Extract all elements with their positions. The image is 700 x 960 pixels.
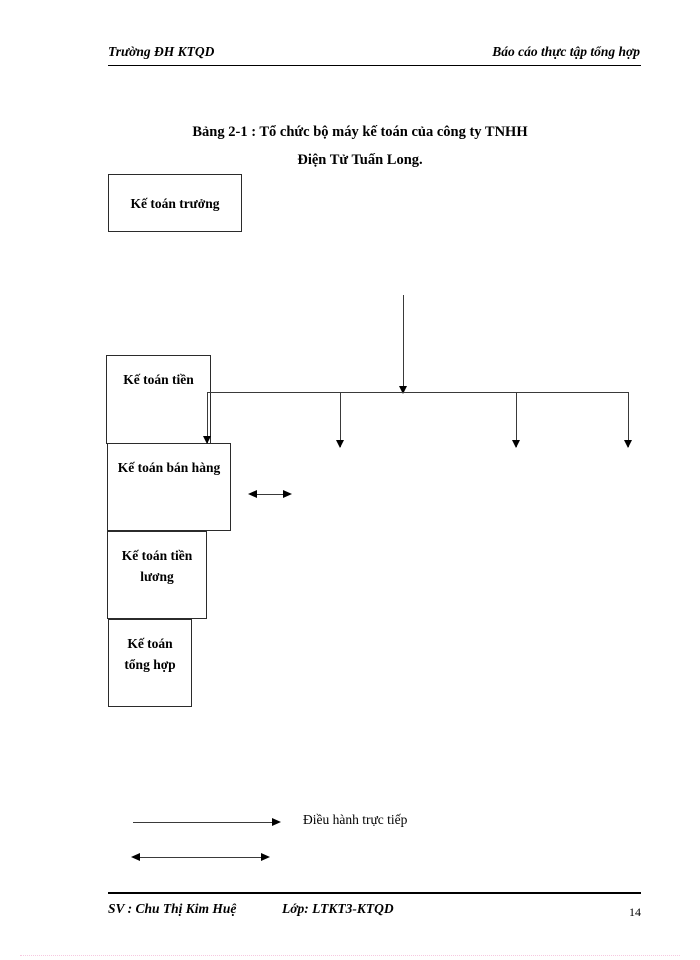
figure-title-line-2: Điện Tử Tuấn Long. <box>297 152 423 168</box>
connector-trunk-vertical <box>403 295 404 393</box>
connector-branch-2-line <box>340 392 341 447</box>
connector-pair-arrowhead-left-icon <box>248 489 257 498</box>
node-ke-toan-tien: Kế toán tiền <box>106 355 211 444</box>
footer-class: Lớp: LTKT3-KTQD <box>282 901 394 916</box>
legend-label-dieu-hanh-truc-tiep: Điều hành trực tiếp <box>303 812 408 827</box>
connector-trunk-arrowhead-icon <box>398 386 407 394</box>
node-label: Kế toán trưởng <box>130 195 220 211</box>
footer-student-name: SV : Chu Thị Kim Huệ <box>108 901 237 916</box>
figure-title: Bảng 2-1 : Tổ chức bộ máy kế toán của cô… <box>110 118 610 174</box>
node-label: Kế toán tiền lương <box>121 548 193 584</box>
legend-double-arrow-line <box>138 857 265 858</box>
node-label: Kế toán tổng hợp <box>124 636 176 672</box>
figure-title-line-1: Bảng 2-1 : Tổ chức bộ máy kế toán của cô… <box>192 124 528 140</box>
node-ke-toan-ban-hang: Kế toán bán hàng <box>107 443 231 531</box>
legend-double-arrowhead-right-icon <box>261 852 270 861</box>
connector-pair-arrowhead-right-icon <box>283 489 292 498</box>
scan-edge-artifact <box>20 955 680 956</box>
node-ke-toan-tien-luong: Kế toán tiền lương <box>107 531 207 619</box>
node-ke-toan-tong-hop: Kế toán tổng hợp <box>108 619 192 707</box>
page-footer: SV : Chu Thị Kim Huệ Lớp: LTKT3-KTQD 14 <box>108 901 641 923</box>
header-divider-rule <box>108 65 641 66</box>
page-header: Trường ĐH KTQD Báo cáo thực tập tổng hợp <box>108 44 640 66</box>
connector-branch-2-arrowhead-icon <box>335 440 344 448</box>
header-left-text: Trường ĐH KTQD <box>108 44 215 59</box>
footer-page-number: 14 <box>629 905 641 919</box>
node-label: Kế toán tiền <box>123 372 194 387</box>
connector-pair-line <box>254 494 287 495</box>
connector-branch-1-arrowhead-icon <box>202 436 211 444</box>
connector-branch-3-line <box>516 392 517 447</box>
connector-branch-1-line <box>207 392 208 443</box>
connector-branch-3-arrowhead-icon <box>511 440 520 448</box>
footer-divider-rule <box>108 892 641 894</box>
legend-double-arrowhead-left-icon <box>131 852 140 861</box>
legend-single-arrow-line <box>133 822 276 823</box>
connector-branch-4-line <box>628 392 629 447</box>
header-right-text: Báo cáo thực tập tổng hợp <box>492 44 640 59</box>
node-label: Kế toán bán hàng <box>117 460 221 475</box>
connector-branch-4-arrowhead-icon <box>623 440 632 448</box>
legend-single-arrowhead-right-icon <box>272 817 281 826</box>
connector-distribution-bar <box>207 392 629 393</box>
node-ke-toan-truong: Kế toán trưởng <box>108 174 242 232</box>
